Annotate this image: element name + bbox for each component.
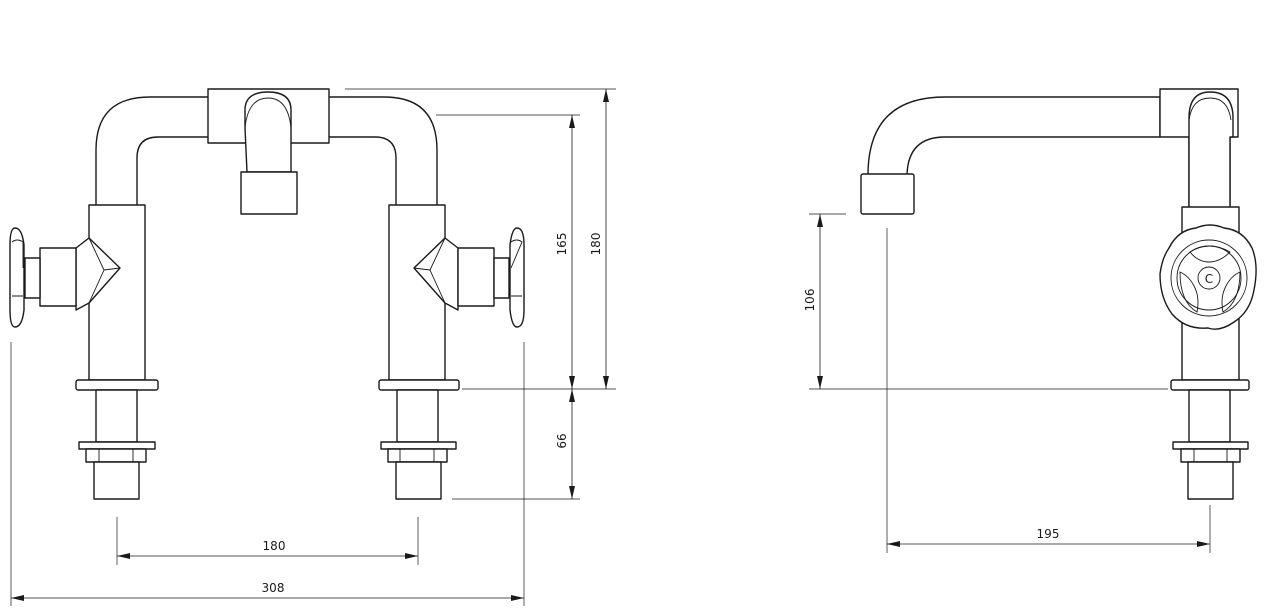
handwheel-spoke-top: [1189, 245, 1231, 263]
dimension-106: 106: [803, 214, 823, 389]
left-handwheel-detail: [11, 239, 24, 297]
spout-neck-detail: [244, 97, 292, 129]
dimension-66-label: 66: [555, 433, 569, 448]
right-shank: [396, 389, 439, 443]
left-nut-facets: [98, 449, 134, 462]
left-valve-bonnet: [39, 247, 77, 307]
side-column-elbow-detail: [1188, 97, 1232, 121]
dimension-180-vertical: 180: [589, 89, 609, 389]
front-view: 165 180 66 180 308: [9, 88, 616, 606]
right-valve-bonnet: [457, 247, 495, 307]
left-valve-stem: [24, 257, 41, 299]
spout-neck: [244, 91, 292, 173]
handwheel-spoke-left: [1179, 271, 1199, 313]
bridge-pipe-outer: [95, 96, 438, 208]
right-lock-nut: [387, 448, 448, 463]
side-tail: [1187, 461, 1234, 500]
side-spout-outlet: [860, 173, 915, 215]
side-base-flange: [1170, 379, 1250, 391]
dimension-106-label: 106: [803, 289, 817, 312]
left-lock-nut: [85, 448, 147, 463]
dimension-308: 308: [11, 581, 524, 601]
left-base-flange: [75, 379, 159, 391]
bridge-pipe-inner: [136, 136, 397, 208]
right-tail: [395, 461, 442, 500]
left-lock-washer: [78, 441, 156, 450]
side-shank: [1188, 389, 1231, 443]
dimension-180-horizontal-label: 180: [263, 539, 286, 553]
right-handwheel-detail: [510, 239, 523, 297]
dimension-195: 195: [887, 527, 1210, 547]
right-nut-facets: [399, 449, 435, 462]
left-tail: [93, 461, 140, 500]
left-handwheel: [9, 227, 25, 328]
right-valve-cone-facets: [413, 237, 446, 304]
dimension-165: 165: [555, 115, 575, 389]
spout-outlet: [240, 171, 298, 215]
side-lock-nut: [1180, 448, 1241, 463]
side-view: C 106 195: [803, 88, 1257, 553]
side-spout-arm: [867, 96, 1161, 176]
side-nut-facets: [1193, 449, 1228, 462]
dimension-195-label: 195: [1037, 527, 1060, 541]
right-valve-stem: [493, 257, 510, 299]
dimension-66: 66: [555, 389, 575, 499]
right-base-flange: [378, 379, 460, 391]
dimension-180-vertical-label: 180: [589, 233, 603, 256]
right-lock-washer: [380, 441, 457, 450]
dimension-180-horizontal: 180: [117, 539, 418, 559]
side-column-elbow: [1188, 91, 1234, 209]
dimension-308-label: 308: [262, 581, 285, 595]
left-valve-cone-facets: [88, 237, 121, 304]
side-handwheel: C: [1159, 224, 1257, 330]
handwheel-spoke-right: [1221, 271, 1241, 313]
dimension-165-label: 165: [555, 233, 569, 256]
handwheel-mark: C: [1205, 272, 1213, 286]
left-shank: [95, 389, 138, 443]
side-lock-washer: [1172, 441, 1249, 450]
right-handwheel: [509, 227, 525, 328]
